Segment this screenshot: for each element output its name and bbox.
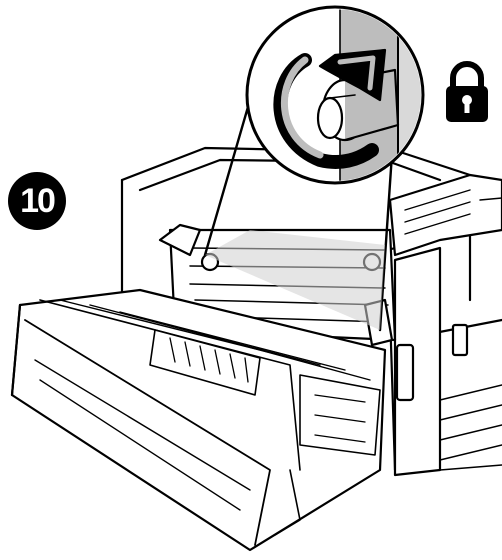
lock-icon bbox=[446, 64, 488, 122]
top-cover bbox=[390, 175, 502, 255]
right-side-panel bbox=[395, 248, 502, 475]
